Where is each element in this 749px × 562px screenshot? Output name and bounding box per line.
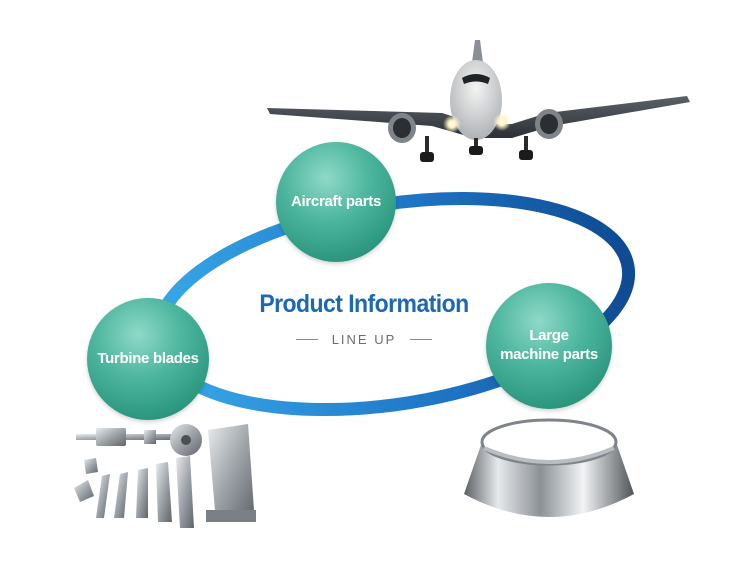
subtitle-block: LINE UP (296, 330, 432, 348)
turbine-blades-label: Turbine blades (97, 349, 199, 367)
airplane-image (267, 40, 690, 162)
page-title: Product Information (259, 290, 469, 318)
subtitle-text: LINE UP (331, 331, 397, 347)
subtitle-rule-right (409, 338, 432, 340)
large-machine-parts-line2: machine parts (500, 346, 598, 363)
large-ring-image (464, 418, 634, 517)
aircraft-parts-label: Aircraft parts (291, 192, 381, 210)
turbine-blades-image (74, 424, 256, 528)
large-machine-parts-label: Large machine parts (500, 327, 598, 365)
large-machine-parts-circle[interactable]: Large machine parts (486, 283, 612, 409)
turbine-blades-circle[interactable]: Turbine blades (87, 298, 209, 420)
aircraft-parts-circle[interactable]: Aircraft parts (276, 142, 396, 262)
large-machine-parts-line1: Large (529, 327, 569, 345)
subtitle-rule-left (296, 338, 318, 340)
